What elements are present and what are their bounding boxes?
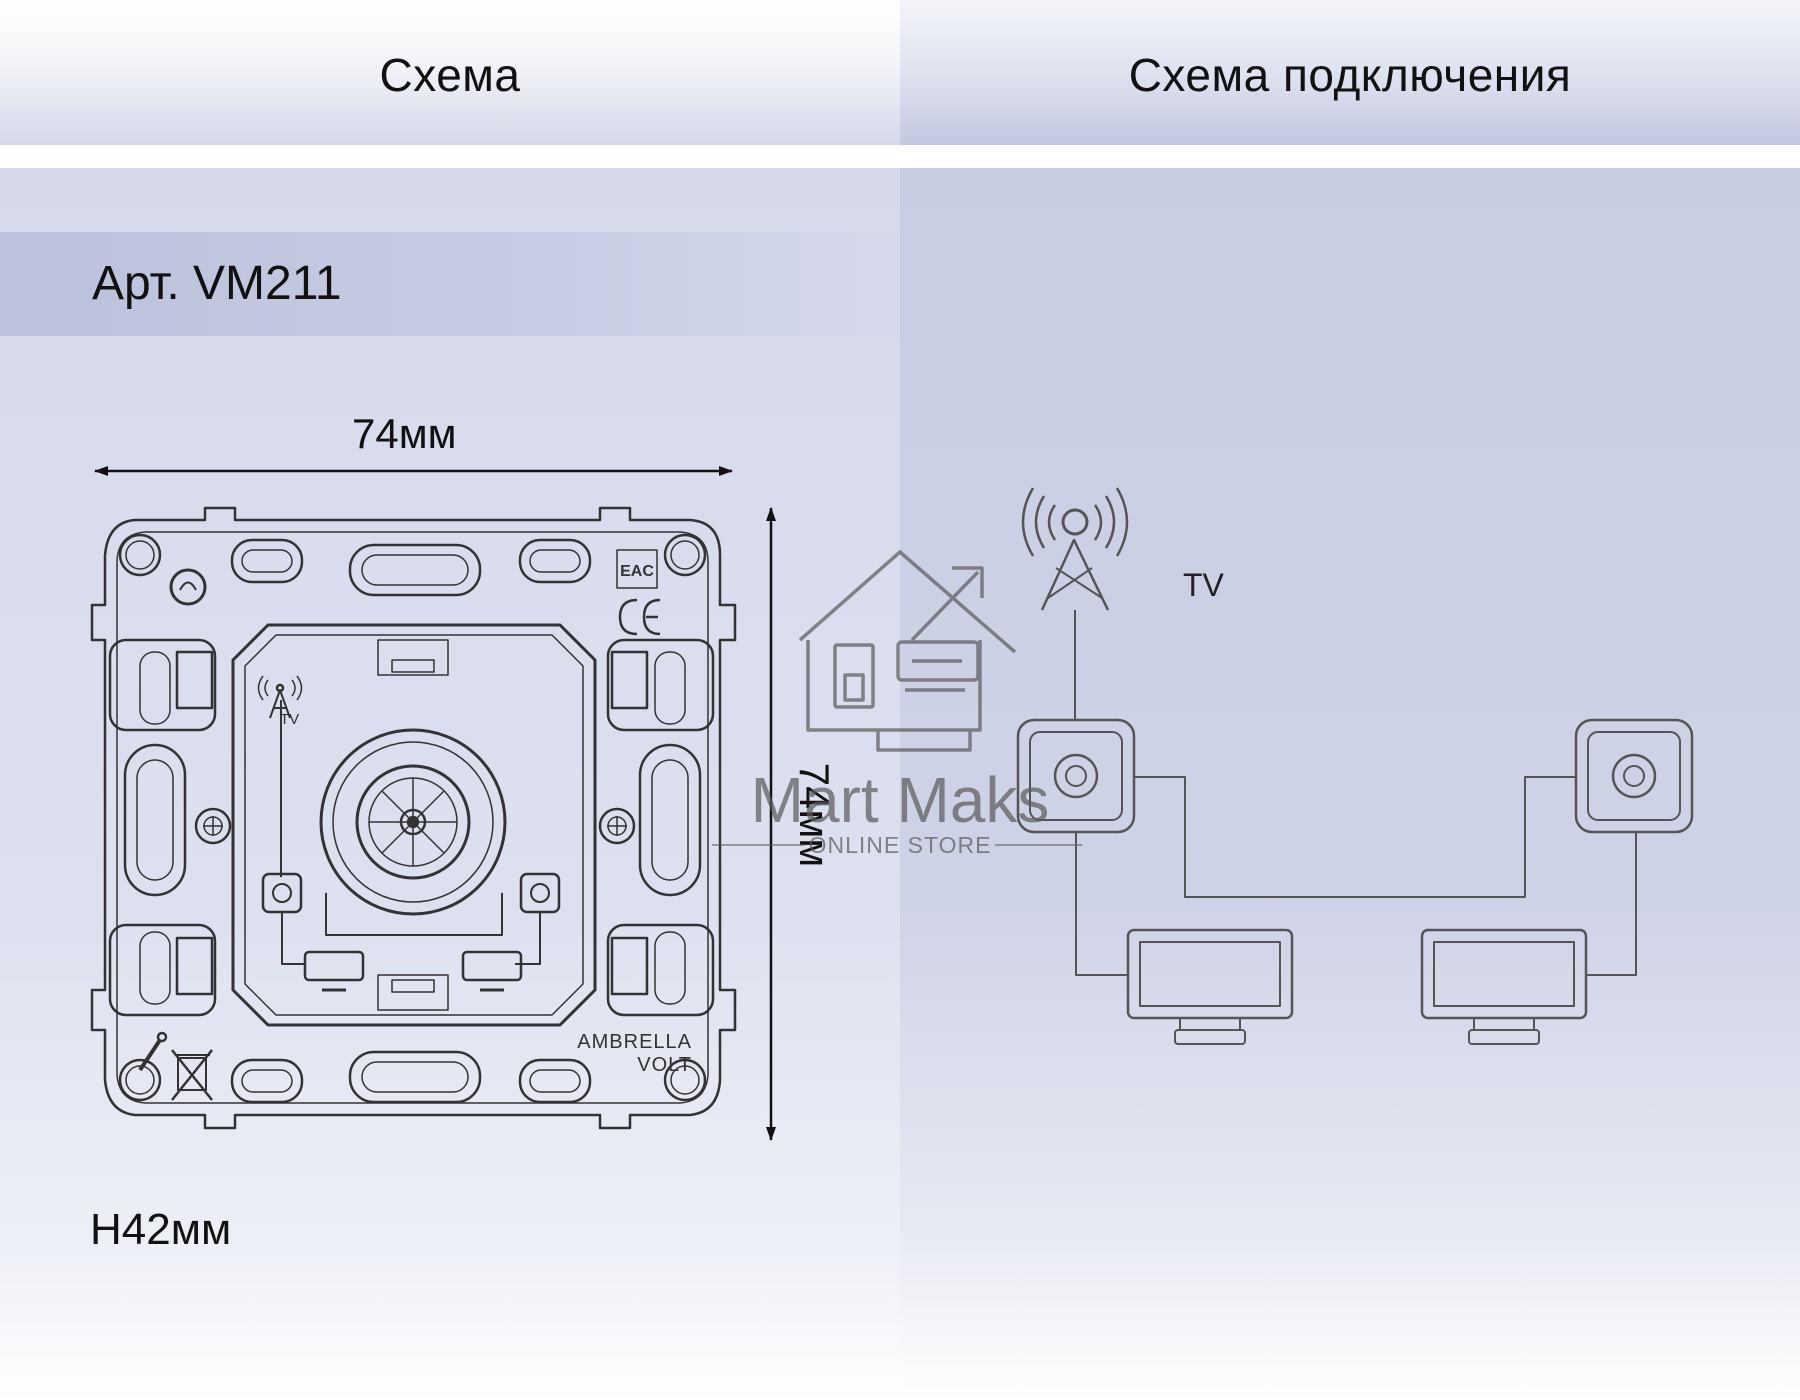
connection-diagram <box>1016 487 1694 1045</box>
height-dimension-label: 74мм <box>791 763 838 867</box>
article-label: Арт. VM211 <box>92 257 342 310</box>
scheme-panel <box>0 168 900 1400</box>
watermark-subtitle: ONLINE STORE <box>809 832 992 858</box>
house-icon <box>798 550 1017 752</box>
depth-dimension-label: H42мм <box>90 1205 232 1254</box>
header-left-title: Схема <box>379 49 521 101</box>
tv-monitor-2-icon <box>1420 928 1588 1045</box>
article-band <box>0 232 900 336</box>
watermark-name: Mart Maks <box>751 764 1050 836</box>
socket-mechanism <box>90 506 737 1130</box>
module-tv-label: TV <box>280 711 299 728</box>
header-right-band <box>900 0 1800 145</box>
header-right-title: Схема подключения <box>1128 49 1572 101</box>
connection-tv-label: TV <box>1183 567 1225 603</box>
brand-line2: VOLT <box>637 1054 692 1076</box>
antenna-tower-icon <box>1021 487 1129 611</box>
brand-line1: AMBRELLA <box>577 1031 692 1053</box>
eac-mark: EAC <box>620 563 654 580</box>
connection-panel <box>900 168 1800 1400</box>
tv-socket-2-icon <box>1574 718 1694 834</box>
tv-monitor-1-icon <box>1126 928 1294 1045</box>
width-dimension-label: 74мм <box>352 410 457 457</box>
watermark-logo <box>798 550 1017 752</box>
